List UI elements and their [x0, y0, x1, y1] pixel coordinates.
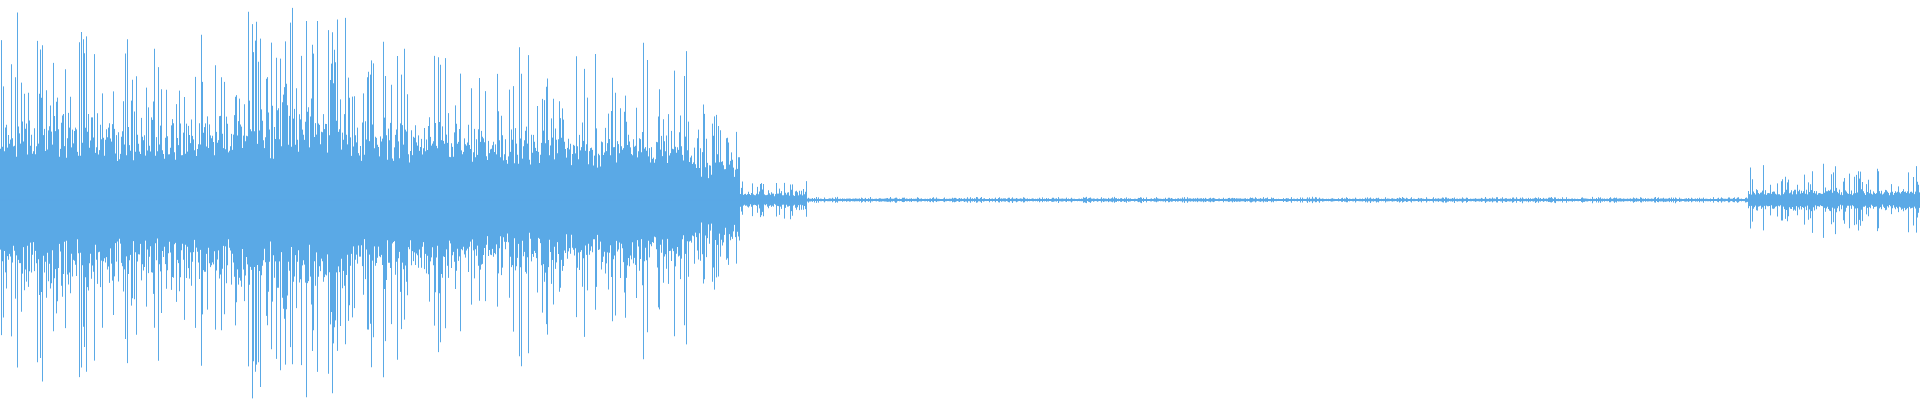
- waveform-bars: [0, 7, 1920, 399]
- waveform-path: [0, 7, 1920, 399]
